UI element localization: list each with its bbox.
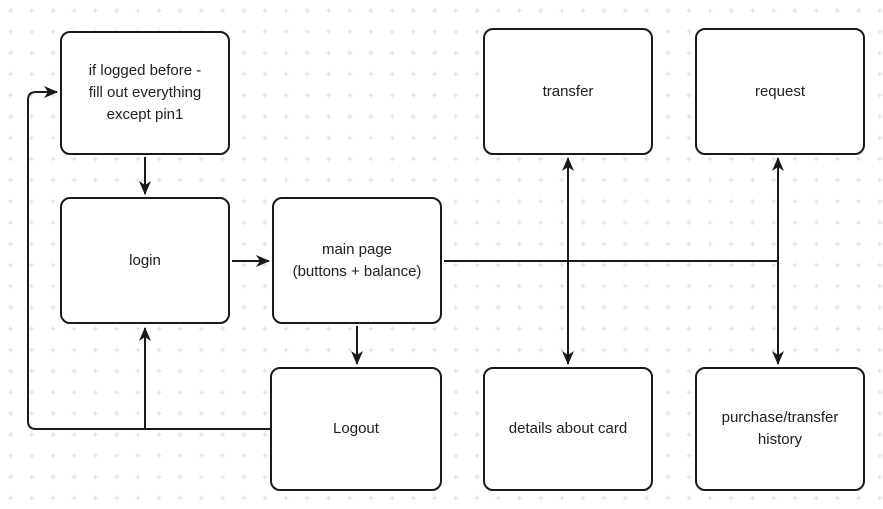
node-label: details about card bbox=[508, 420, 628, 438]
node-label: login bbox=[129, 251, 161, 269]
node-request[interactable]: request bbox=[695, 28, 865, 155]
node-prelogin-note[interactable]: if logged before - fill out everything e… bbox=[60, 31, 230, 155]
node-login[interactable]: login bbox=[60, 197, 230, 324]
node-main-page[interactable]: main page (buttons + balance) bbox=[272, 197, 442, 324]
node-label: main page (buttons + balance) bbox=[292, 240, 422, 280]
node-label: purchase/transfer history bbox=[721, 409, 839, 448]
node-transfer[interactable]: transfer bbox=[483, 28, 653, 155]
node-details-about-card[interactable]: details about card bbox=[483, 367, 653, 491]
edge-logout-to-prelogin-loop[interactable] bbox=[27, 86, 270, 430]
node-label: transfer bbox=[542, 82, 594, 100]
node-label: if logged before - fill out everything e… bbox=[88, 62, 202, 123]
node-label: Logout bbox=[333, 420, 379, 438]
node-label: request bbox=[754, 82, 806, 100]
node-purchase-transfer-history[interactable]: purchase/transfer history bbox=[695, 367, 865, 491]
node-logout[interactable]: Logout bbox=[270, 367, 442, 491]
